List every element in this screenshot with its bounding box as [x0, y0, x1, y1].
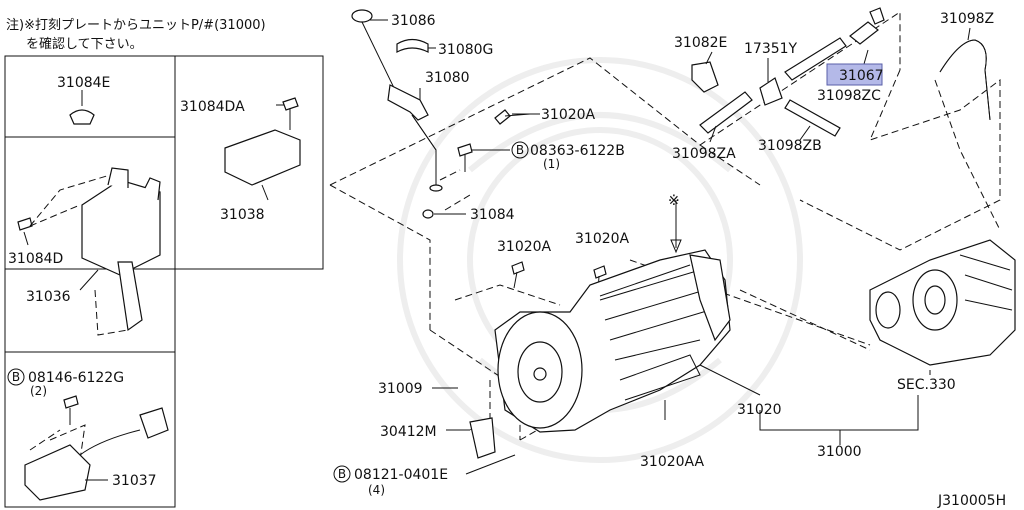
transmission-body	[469, 249, 731, 459]
label-31020a-top: 31020A	[541, 107, 596, 123]
label-31098zc: 31098ZC	[817, 88, 881, 104]
left-panel-parts	[17, 96, 301, 501]
left-panels	[4, 55, 324, 508]
callout-labels: 注)※打刻プレートからユニットP/#(31000) を確認して下さい。 3108…	[6, 11, 1006, 509]
label-31037: 31037	[112, 473, 157, 489]
leader-lines	[23, 19, 971, 481]
label-31020a-left: 31020A	[497, 239, 552, 255]
b-mark-08146: B	[12, 370, 20, 384]
label-31000: 31000	[817, 444, 862, 460]
label-08146-6122g: 08146-6122G	[28, 370, 124, 386]
breather-hose	[939, 39, 991, 121]
label-31082e: 31082E	[674, 35, 727, 51]
label-08121-0401e: 08121-0401E	[354, 467, 448, 483]
label-31067: 31067	[839, 68, 884, 84]
dashed-envelope	[329, 11, 1001, 441]
label-08146-qty: (2)	[30, 384, 47, 398]
note-line-2: を確認して下さい。	[26, 36, 143, 52]
label-17351y: 17351Y	[744, 41, 798, 57]
diagram-id: J310005H	[937, 493, 1006, 509]
label-31098za: 31098ZA	[672, 146, 736, 162]
transfer-case	[869, 239, 1016, 366]
label-31080: 31080	[425, 70, 470, 86]
label-star-mark: ※	[668, 193, 680, 209]
b-mark-08121: B	[338, 467, 346, 481]
label-31009: 31009	[378, 381, 423, 397]
label-08363-6122b: 08363-6122B	[530, 143, 625, 159]
bolts-upper	[457, 109, 607, 293]
label-31080g: 31080G	[438, 42, 493, 58]
label-08121-qty: (4)	[368, 483, 385, 497]
label-sec330: SEC.330	[897, 377, 956, 393]
label-31020aa: 31020AA	[640, 454, 705, 470]
label-31020: 31020	[737, 402, 782, 418]
label-31084d: 31084D	[8, 251, 63, 267]
circled-b-marks: B B B	[7, 141, 529, 483]
b-mark-08363: B	[516, 143, 524, 157]
note-line-1: 注)※打刻プレートからユニットP/#(31000)	[6, 18, 266, 33]
label-31084: 31084	[470, 207, 515, 223]
label-31038: 31038	[220, 207, 265, 223]
label-30412m: 30412M	[380, 424, 437, 440]
label-31036: 31036	[26, 289, 71, 305]
dipstick-assembly	[351, 9, 443, 219]
label-31084e: 31084E	[57, 75, 110, 91]
label-31086: 31086	[391, 13, 436, 29]
label-31098z: 31098Z	[940, 11, 994, 27]
label-31098zb: 31098ZB	[758, 138, 822, 154]
label-31084da: 31084DA	[180, 99, 245, 115]
breather-tubes	[691, 7, 885, 137]
label-08363-qty: (1)	[543, 157, 560, 171]
highlight-31067	[826, 63, 883, 86]
label-31020a-mid: 31020A	[575, 231, 630, 247]
